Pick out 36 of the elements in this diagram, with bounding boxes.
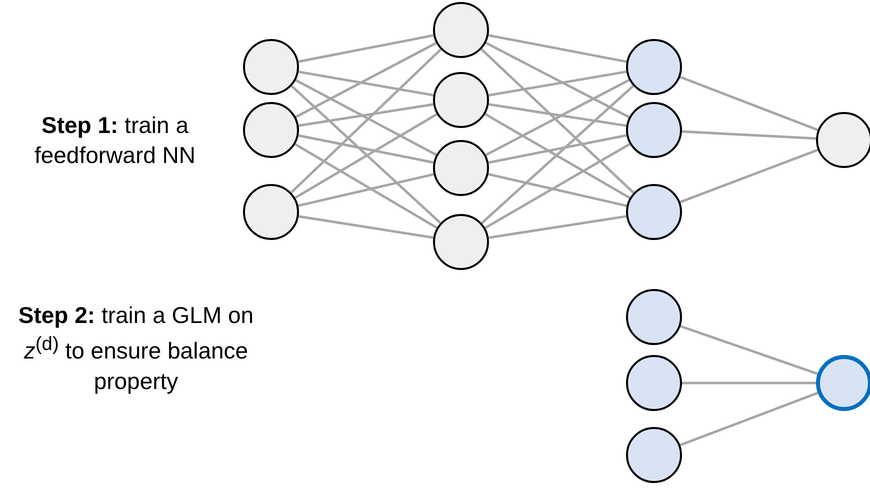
connector-line (298, 173, 434, 207)
connector-line (298, 70, 434, 96)
connector-line (290, 48, 442, 194)
connector-line (680, 325, 818, 375)
neuron-circle (816, 355, 870, 411)
connector-line (488, 172, 627, 208)
connector-line (484, 143, 630, 229)
connector-line (290, 85, 442, 224)
connector-line (480, 48, 634, 194)
connector-line (680, 76, 818, 132)
connector-line (295, 79, 437, 156)
connector-line (680, 148, 818, 204)
neuron-circle (433, 2, 489, 58)
step-text: Step 2: train a GLM on z$^{(d)}$ to ensure balance property (17, 301, 255, 396)
neuron-circle (433, 214, 489, 270)
connector-line (485, 78, 630, 156)
connector-line (488, 34, 627, 63)
connector-line (682, 130, 816, 140)
connector-line (298, 34, 434, 63)
connector-line (294, 143, 438, 229)
connector-line (298, 134, 434, 164)
connector-line (488, 103, 626, 127)
connector-line (298, 215, 434, 239)
connector-line (484, 113, 630, 199)
connector-line (298, 103, 434, 127)
connector-line (295, 42, 437, 118)
connector-line (680, 392, 818, 446)
step-text: Step 1: train a feedforward NN (33, 111, 197, 170)
connector-line (488, 215, 626, 239)
connector-line (488, 70, 627, 97)
connector-line (485, 42, 630, 118)
connector-line (294, 113, 438, 199)
connector-line (488, 134, 627, 164)
connector-line (480, 84, 634, 224)
connector-line (682, 382, 816, 384)
neuron-circle (816, 112, 870, 168)
